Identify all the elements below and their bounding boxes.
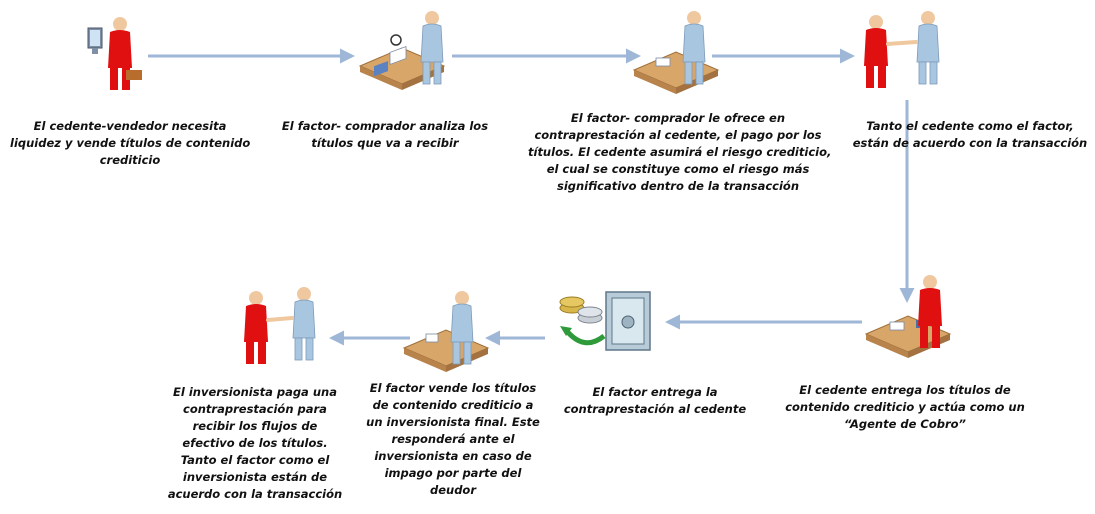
step-8-line: contraprestación para — [183, 402, 327, 416]
coins-vault-icon — [559, 291, 651, 351]
seller-computer-icon — [87, 17, 142, 90]
step-7-line: de contenido crediticio a — [372, 398, 534, 412]
step-5-line: El cedente entrega los títulos de — [799, 383, 1011, 397]
step-8-line: Tanto el factor como el — [180, 453, 330, 467]
investor-handshake-icon — [244, 286, 316, 364]
step-7-line: deudor — [429, 483, 477, 497]
step-3-caption: El factor- comprador le ofrece en contra… — [528, 110, 832, 195]
step-7-caption: El factor vende los títulos de contenido… — [358, 380, 548, 499]
step-1-line: crediticio — [99, 153, 161, 167]
step-3-line: El factor- comprador le ofrece en — [570, 111, 786, 125]
step-2-caption: El factor- comprador analiza los títulos… — [270, 118, 500, 152]
step-7-line: impago por parte del — [384, 466, 522, 480]
step-8-line: acuerdo con la transacción — [167, 487, 343, 501]
step-8-caption: El inversionista paga una contraprestaci… — [155, 384, 355, 514]
step-4-caption: Tanto el cedente como el factor, están d… — [850, 118, 1090, 152]
collector-desk-icon — [865, 275, 951, 359]
step-7-line: inversionista en caso de — [374, 449, 532, 463]
offer-desk-icon — [633, 10, 719, 95]
step-3-line: el cual se constituye como el riesgo más — [546, 162, 810, 176]
step-1-line: liquidez y vende títulos de contenido — [10, 136, 251, 150]
step-8-line: recibir los flujos de — [192, 419, 318, 433]
step-2-line: títulos que va a recibir — [311, 136, 459, 150]
step-3-line: significativo dentro de la transacción — [556, 179, 800, 193]
step-1-line: El cedente-vendedor necesita — [33, 119, 227, 133]
step-6-line: El factor entrega la — [592, 385, 718, 399]
flow-arrows — [148, 48, 915, 346]
seller-desk-icon — [403, 290, 489, 373]
step-7-line: un inversionista final. Este — [366, 415, 540, 429]
step-5-caption: El cedente entrega los títulos de conten… — [780, 382, 1030, 433]
step-3-line: contraprestación al cedente, el pago por… — [534, 128, 822, 142]
step-2-line: El factor- comprador analiza los — [281, 119, 489, 133]
step-8-line: El inversionista paga una — [173, 385, 337, 399]
step-4-line: están de acuerdo con la transacción — [852, 136, 1088, 150]
step-4-line: Tanto el cedente como el factor, — [866, 119, 1074, 133]
handshake-icon — [864, 10, 940, 88]
step-3-line: títulos. El cedente asumirá el riesgo cr… — [528, 145, 832, 159]
step-5-line: contenido crediticio y actúa como un — [785, 400, 1025, 414]
step-8-line: inversionista están de — [182, 470, 328, 484]
analyst-desk-icon — [359, 10, 445, 91]
step-7-line: El factor vende los títulos — [369, 381, 537, 395]
step-8-line: efectivo de los títulos. — [182, 436, 328, 450]
step-6-caption: El factor entrega la contraprestación al… — [560, 384, 750, 418]
step-5-line: “Agente de Cobro” — [844, 417, 966, 431]
step-1-caption: El cedente-vendedor necesita liquidez y … — [10, 118, 250, 169]
step-6-line: contraprestación al cedente — [563, 402, 747, 416]
step-7-line: responderá ante el — [391, 432, 515, 446]
